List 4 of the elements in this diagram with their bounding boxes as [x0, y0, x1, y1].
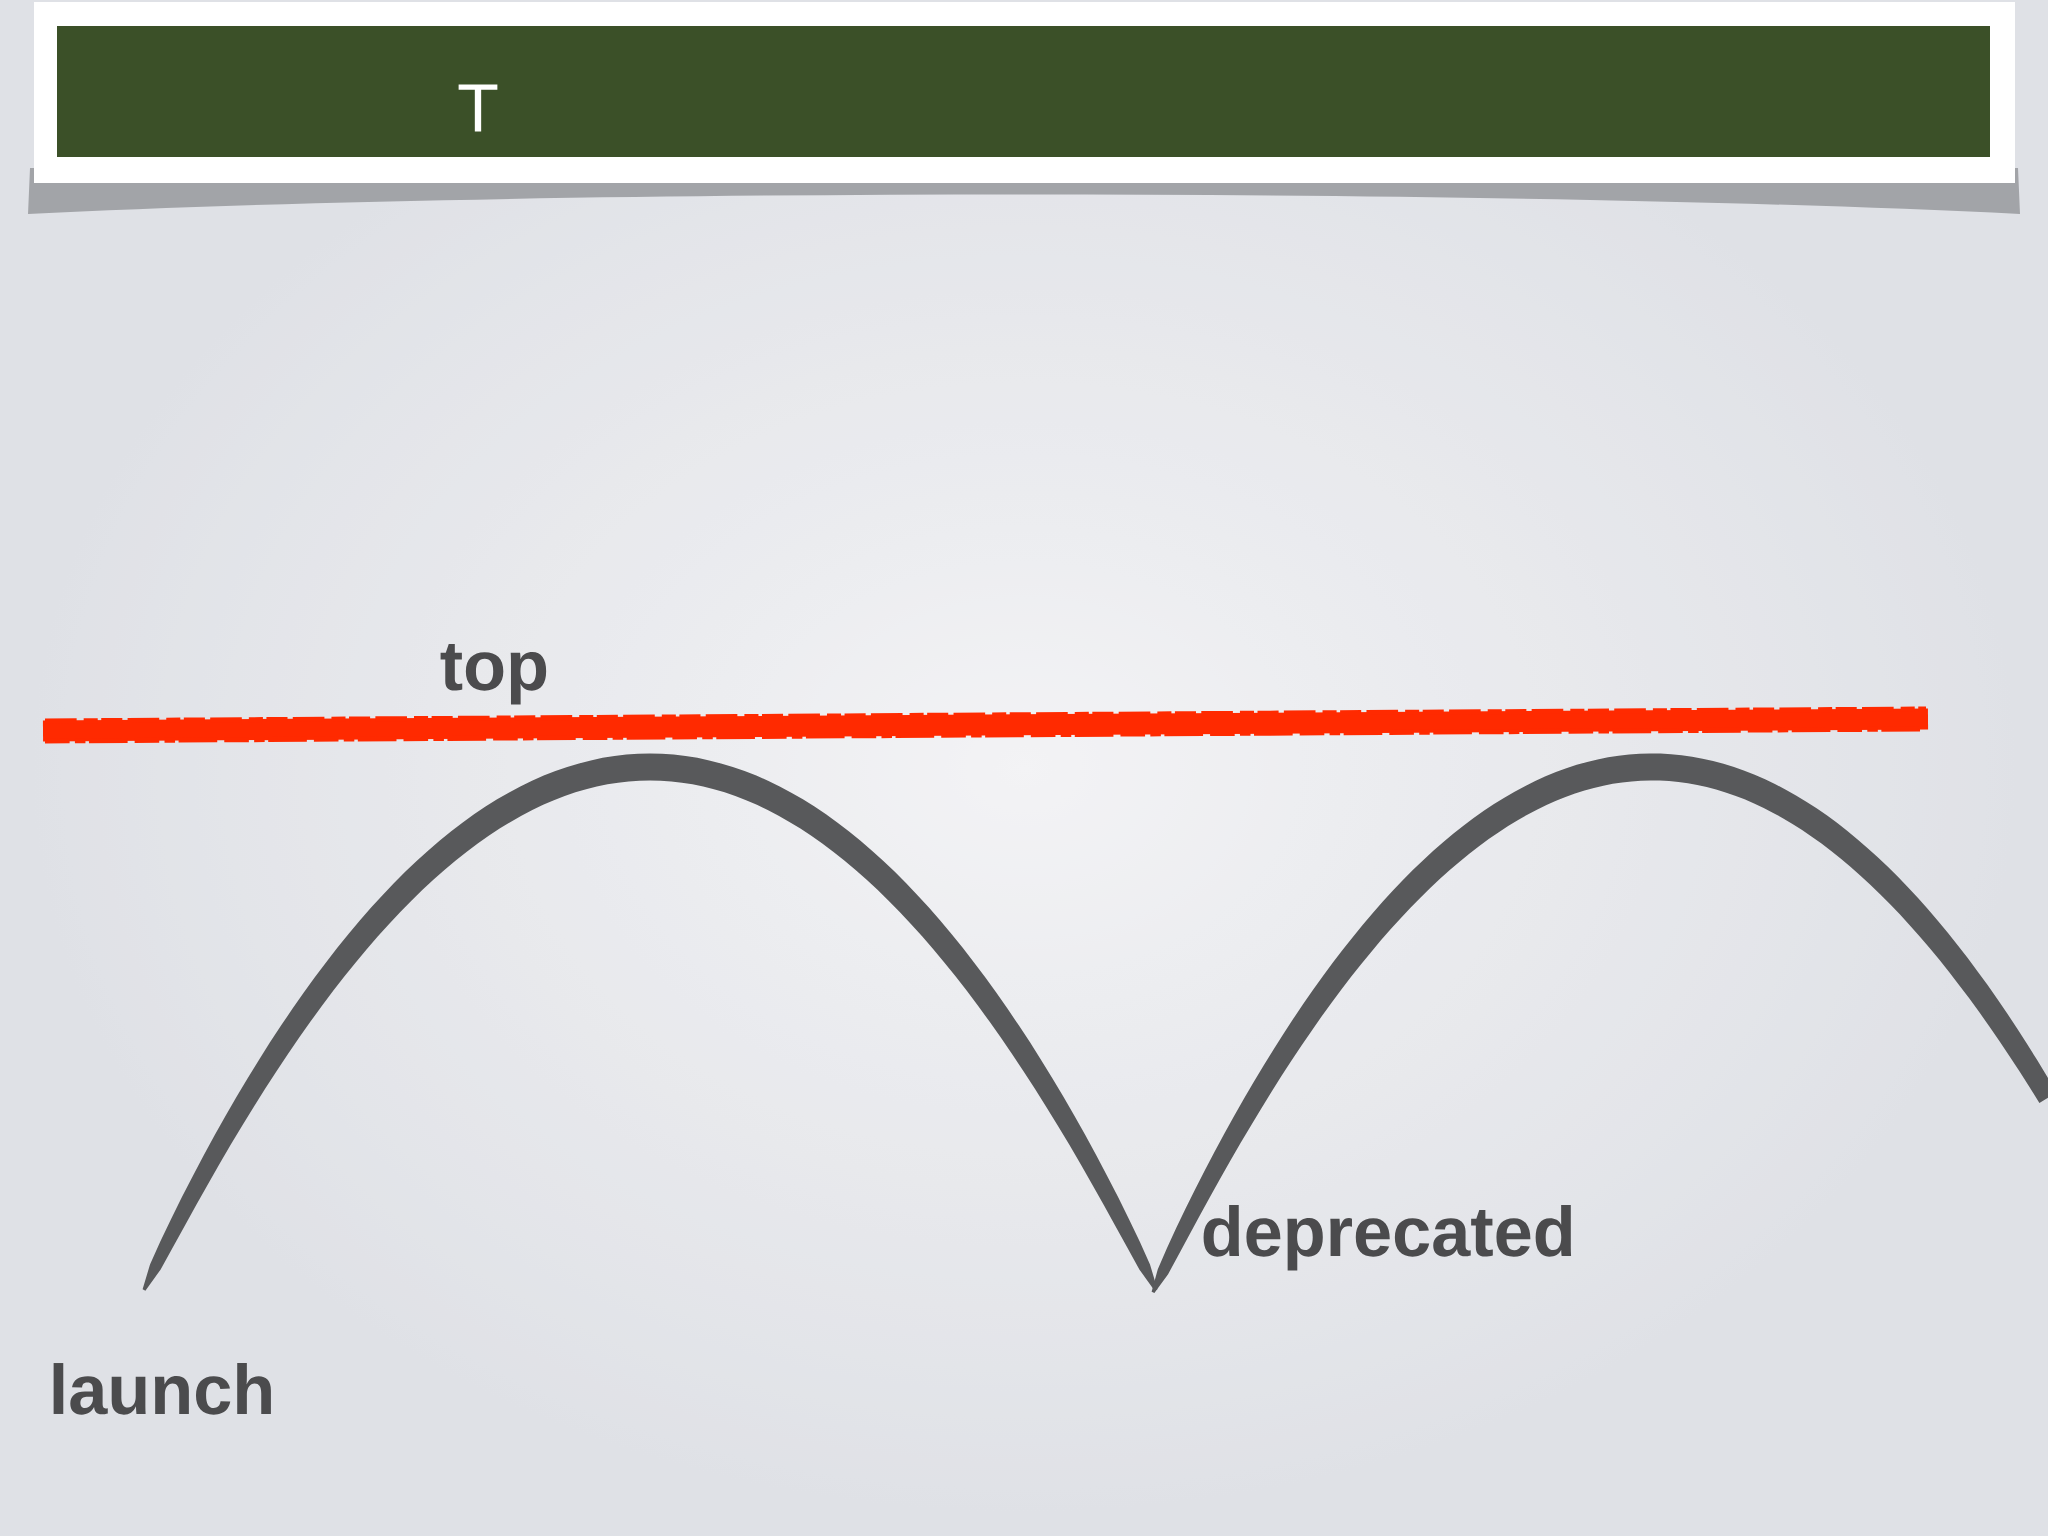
curve-label: launch — [53, 1363, 271, 1415]
title-banner: T — [28, 2, 2020, 214]
curve-label: deprecated — [1203, 1205, 1572, 1271]
curve-label: top — [440, 644, 547, 705]
